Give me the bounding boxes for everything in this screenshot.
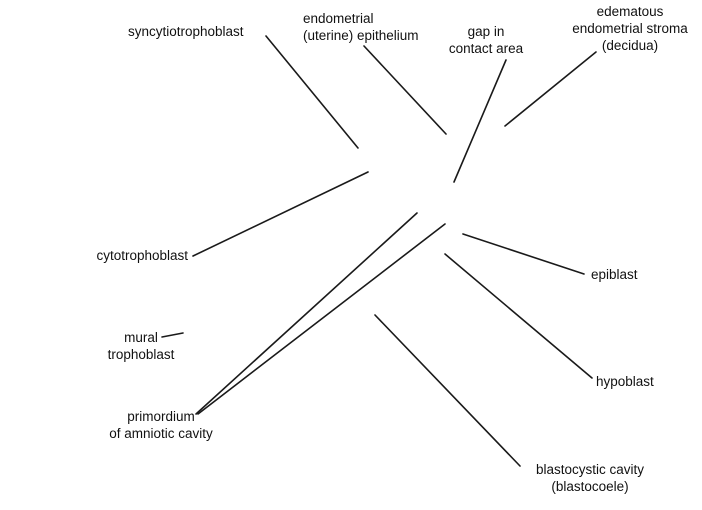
leader-line-edematous-stroma: [504, 51, 597, 127]
leader-line-epiblast: [462, 233, 585, 275]
leader-line-blastocystic-cavity: [374, 314, 521, 467]
label-endometrial-epithelium: endometrial (uterine) epithelium: [303, 11, 419, 43]
label-mural-trophoblast: mural trophoblast: [107, 330, 175, 362]
leader-line-cytotrophoblast: [192, 171, 369, 257]
leader-line-primordium-a: [195, 212, 418, 415]
leader-line-endometrial-epithelium: [363, 45, 447, 135]
label-edematous-stroma: edematous endometrial stroma (decidua): [572, 4, 688, 53]
leader-line-primordium-b: [197, 223, 446, 415]
label-primordium-amniotic-cavity: primordium of amniotic cavity: [109, 409, 213, 441]
leader-line-mural-trophoblast: [161, 332, 184, 338]
leader-line-gap-in-contact-area: [453, 59, 507, 183]
label-syncytiotrophoblast: syncytiotrophoblast: [128, 24, 244, 39]
label-epiblast: epiblast: [591, 267, 638, 282]
label-cytotrophoblast: cytotrophoblast: [96, 248, 188, 263]
label-hypoblast: hypoblast: [596, 374, 654, 389]
label-blastocystic-cavity: blastocystic cavity (blastocoele): [535, 462, 645, 494]
leader-line-hypoblast: [444, 253, 593, 379]
label-gap-in-contact-area: gap in contact area: [448, 24, 524, 56]
leader-line-syncytiotrophoblast: [265, 35, 359, 149]
